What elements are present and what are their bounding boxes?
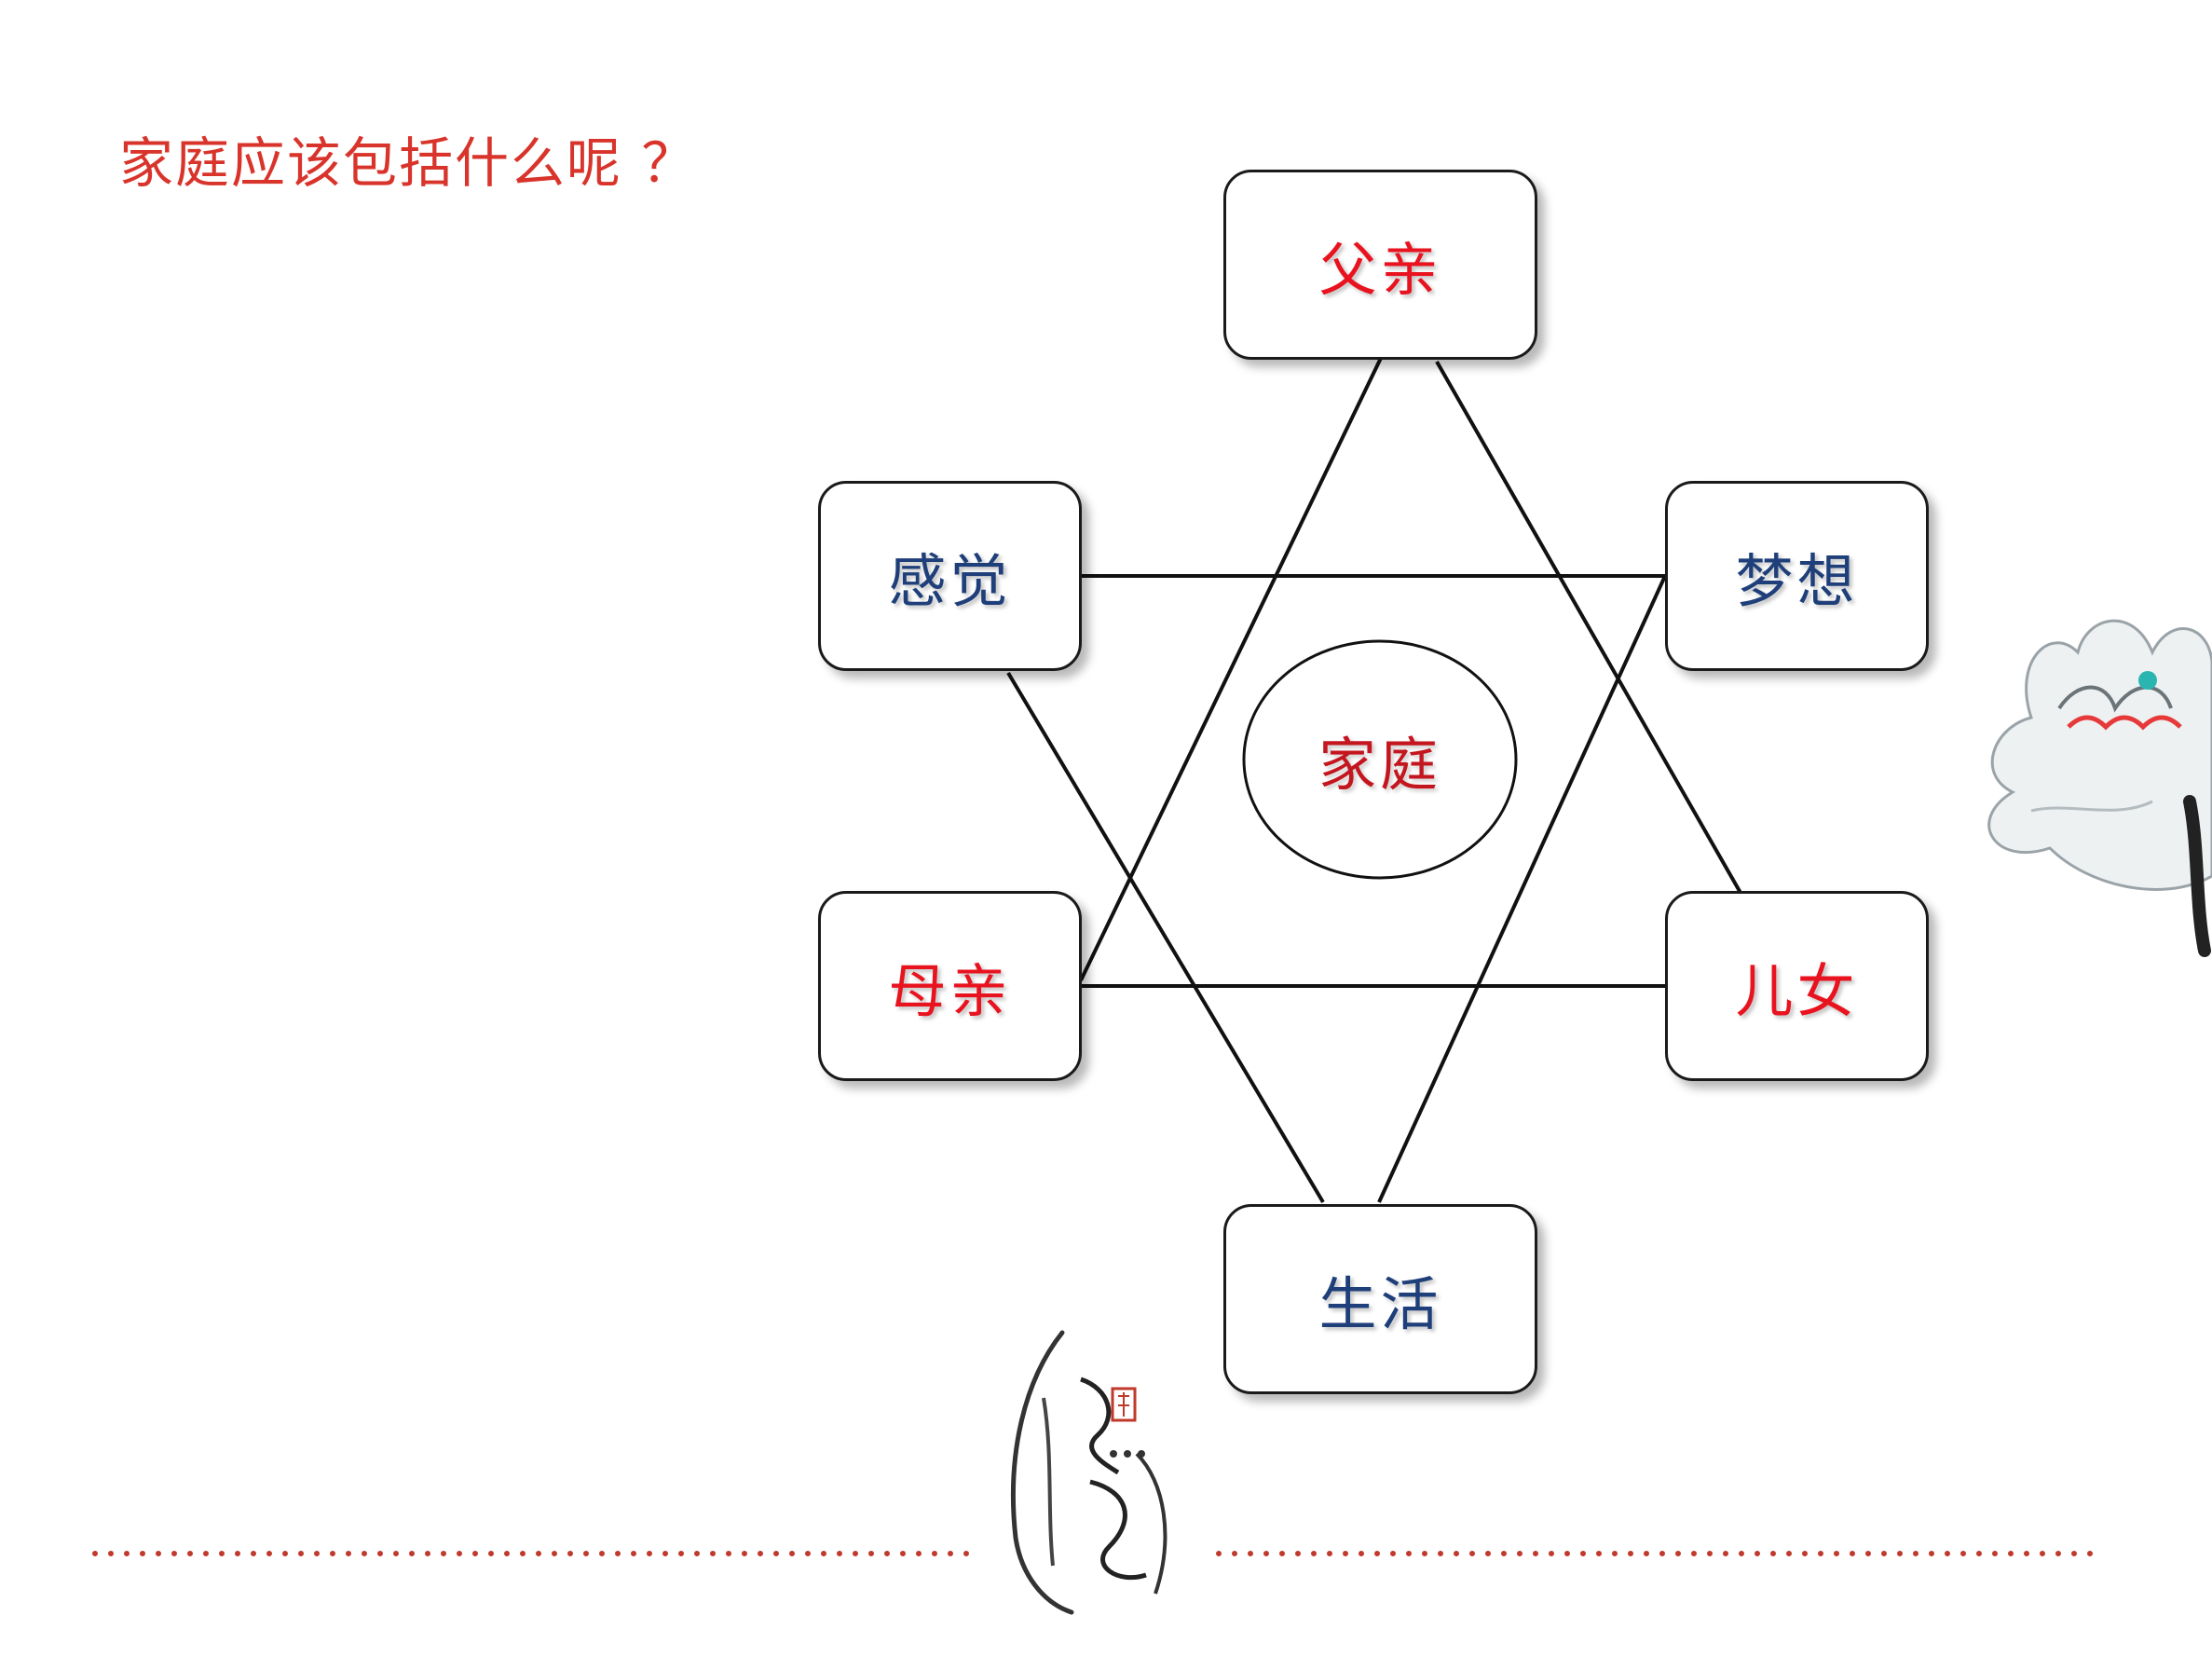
line-feeling-life bbox=[1006, 671, 1325, 1204]
page-title: 家庭应该包括什么呢 ？ bbox=[119, 131, 698, 195]
lotus-flower-icon bbox=[1987, 619, 2212, 957]
dotted-divider-right bbox=[1216, 1551, 2097, 1556]
node-feeling: 感觉 bbox=[818, 481, 1082, 671]
line-father-children bbox=[1435, 361, 1742, 894]
node-father: 父亲 bbox=[1223, 170, 1537, 360]
center-ellipse bbox=[1242, 639, 1518, 880]
node-mother: 母亲 bbox=[818, 891, 1082, 1081]
dotted-divider-left bbox=[92, 1551, 974, 1556]
center-label: 家庭 bbox=[1318, 731, 1441, 799]
calligraphy-seal-icon bbox=[1010, 1330, 1167, 1615]
node-children: 儿女 bbox=[1665, 891, 1929, 1081]
node-dream: 梦想 bbox=[1665, 481, 1929, 671]
node-life: 生活 bbox=[1223, 1204, 1537, 1394]
